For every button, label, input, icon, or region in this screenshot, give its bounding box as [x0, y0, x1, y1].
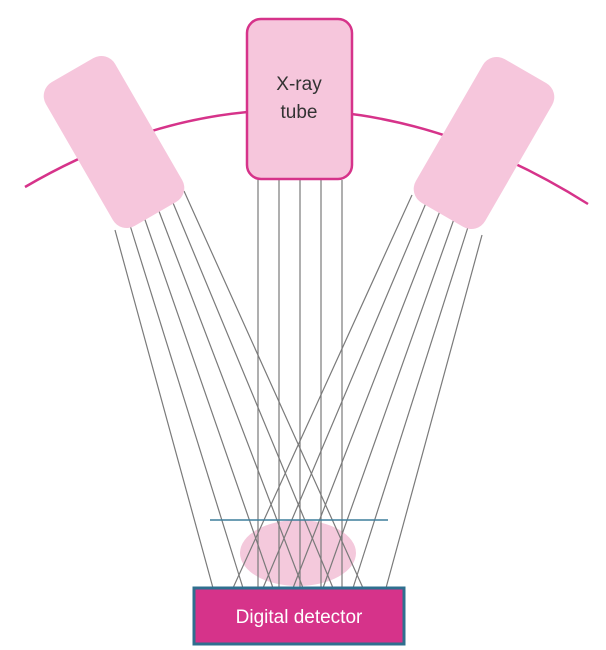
- beam-line: [262, 202, 427, 589]
- beam-line: [183, 190, 364, 589]
- beam-line: [292, 210, 441, 589]
- detector-label: Digital detector: [236, 607, 363, 628]
- center-xray-tube: [245, 17, 354, 181]
- beam-line: [142, 213, 274, 589]
- beam-line: [322, 218, 455, 589]
- tube-label-line2: tube: [281, 102, 318, 123]
- digital-detector: [192, 586, 406, 646]
- beam-line: [156, 205, 304, 589]
- tube-label-line1: X-ray: [276, 74, 322, 95]
- right-xray-tube: [413, 56, 555, 230]
- beam-line: [128, 221, 244, 589]
- breast-object: [240, 520, 356, 586]
- left-xray-tube: [43, 55, 185, 229]
- right-tube-beams: [232, 194, 483, 589]
- beam-line: [352, 226, 469, 589]
- beam-line: [114, 229, 214, 589]
- beam-line: [170, 197, 334, 589]
- beam-line: [385, 234, 483, 589]
- beam-line: [232, 194, 413, 589]
